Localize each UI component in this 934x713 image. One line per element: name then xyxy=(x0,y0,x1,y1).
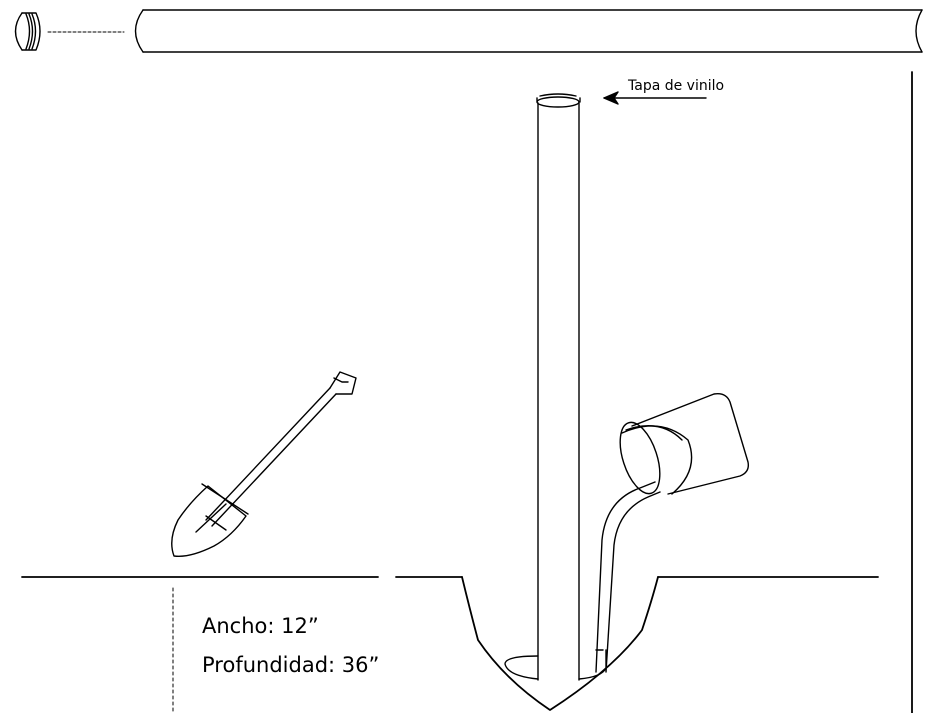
shovel xyxy=(171,371,357,557)
post-vertical xyxy=(536,93,581,681)
concrete-fill xyxy=(504,649,607,680)
post-horizontal xyxy=(134,9,923,53)
cap-arrow xyxy=(603,91,707,105)
post-hole xyxy=(461,576,659,711)
vinyl-cap-label: Tapa de vinilo xyxy=(628,78,725,94)
concrete-stream-edge xyxy=(605,491,661,673)
bucket xyxy=(619,392,750,495)
vinyl-cap-detail xyxy=(14,12,41,51)
concrete-stream xyxy=(595,481,656,673)
width-label: Ancho: 12” xyxy=(202,614,319,638)
depth-label: Profundidad: 36” xyxy=(202,653,380,677)
